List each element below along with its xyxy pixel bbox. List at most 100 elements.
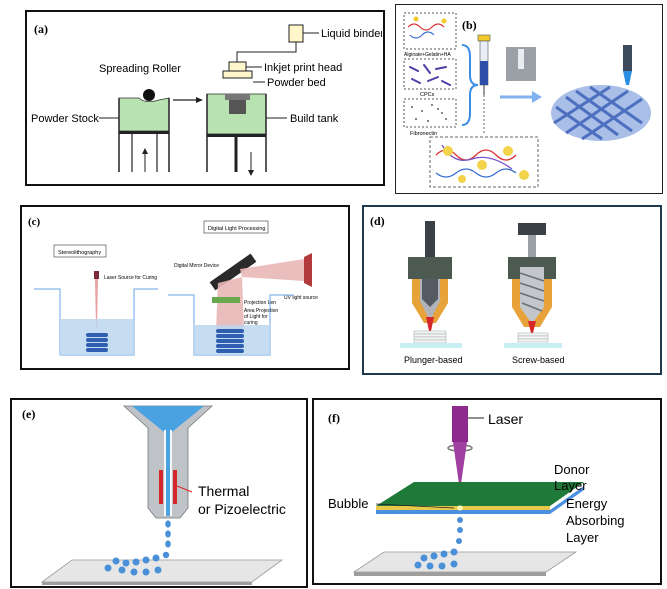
heater-left xyxy=(159,470,163,504)
receiving-substrate-edge xyxy=(354,572,546,576)
panel-e-inkjet-printing: (e) Thermal or Pizoelectric xyxy=(10,398,308,588)
dlp-title: Digital Light Processing xyxy=(208,226,265,232)
panel-f-label: (f) xyxy=(328,411,340,425)
panel-f-laser-assisted-printing: (f) Laser Donor Layer Bubble Energy Abso… xyxy=(312,398,662,585)
zoom-ha-particles xyxy=(443,146,529,183)
cpcs-cells xyxy=(409,64,451,86)
panel-d-extrusion-mechanisms: (d) Plunger-based xyxy=(362,205,662,375)
printed-part-top xyxy=(225,94,250,100)
binder-reservoir xyxy=(288,24,304,43)
mixing-brace xyxy=(461,44,479,126)
inkjet-printing-diagram: (e) Thermal or Pizoelectric xyxy=(22,405,286,585)
alginate-strand xyxy=(407,23,445,31)
extrusion-mechanisms-diagram: (d) Plunger-based xyxy=(370,214,565,365)
powder-stock-label: Powder Stock xyxy=(31,113,99,125)
liquid-binder-label: Liquid binder xyxy=(321,28,382,40)
panel-a-label: (a) xyxy=(34,22,48,36)
fibronectin-box xyxy=(403,98,457,128)
screw-nozzle-icon xyxy=(508,223,556,333)
fibronectin-dots xyxy=(411,104,447,122)
powder-bed-label: Powder bed xyxy=(267,77,326,89)
uv-source-label: UV light source xyxy=(284,295,318,301)
deposited-droplets-f xyxy=(414,548,458,570)
panel-c-vat-photopolymerization: (c) Stereolithography Laser Source for C… xyxy=(20,205,350,370)
plunger-printed-layers xyxy=(413,330,447,344)
energy-label-line1: Energy xyxy=(566,496,608,511)
heater-right xyxy=(173,470,177,504)
bioink-diagram: (b) Alginate+Gelatin+HA CPCs Fibronectin xyxy=(403,12,651,188)
binder-feed-line xyxy=(236,42,297,62)
piston-down-arrowhead xyxy=(248,170,254,176)
uv-source-icon xyxy=(304,253,312,287)
panel-b-bioink-extrusion: (b) Alginate+Gelatin+HA CPCs Fibronectin xyxy=(395,4,663,194)
cpcs-label: CPCs xyxy=(420,92,435,98)
bioink-photo-tube xyxy=(518,49,524,69)
thermal-label-line1: Thermal xyxy=(198,483,249,499)
process-arrowhead xyxy=(532,91,542,103)
nozzle-icon xyxy=(122,405,214,519)
thermal-label-line2: or Pizoelectric xyxy=(198,501,286,517)
laser-assisted-printing-diagram: (f) Laser Donor Layer Bubble Energy Abso… xyxy=(328,406,625,576)
binder-jetting-diagram: (a) Liquid binder Inkjet print head Powd… xyxy=(31,22,382,176)
sla-printed-layers xyxy=(86,333,108,352)
spreading-roller-label: Spreading Roller xyxy=(99,63,181,75)
panel-c-label: (c) xyxy=(28,216,41,228)
dmd-label-line1: Digital Mirror Device xyxy=(174,263,219,269)
mirror-icon xyxy=(209,253,257,291)
dlp-title-box xyxy=(203,220,269,234)
bubble xyxy=(457,505,463,511)
uv-beam-horizontal xyxy=(240,259,304,281)
deposited-droplets xyxy=(104,554,162,576)
area-projection-label-3: curing xyxy=(244,320,258,326)
vat-photopolymerization-diagram: (c) Stereolithography Laser Source for C… xyxy=(28,216,318,356)
bubble-leader xyxy=(375,503,455,509)
substrate xyxy=(40,559,284,583)
alginate-box xyxy=(403,12,457,50)
ha-particle-2 xyxy=(413,16,419,22)
plunger-nozzle-icon xyxy=(408,221,452,331)
print-nozzle-tip xyxy=(623,71,632,85)
fibronectin-label: Fibronectin xyxy=(410,131,437,137)
projection-lens xyxy=(212,297,240,303)
ha-particle xyxy=(441,18,447,24)
screw-printed-layers xyxy=(517,332,549,343)
laser-source-label: Laser Source for Curing xyxy=(104,275,157,281)
substrate-edge xyxy=(42,582,252,585)
powder-stock-piston xyxy=(119,131,169,134)
build-tank-label: Build tank xyxy=(290,113,339,125)
syringe-bioink xyxy=(480,61,488,85)
laser-source xyxy=(94,271,99,279)
panel-b-label: (b) xyxy=(462,18,477,32)
panel-a-binder-jetting: (a) Liquid binder Inkjet print head Powd… xyxy=(25,10,385,186)
projection-lens-label: Projection Len xyxy=(244,300,276,306)
panel-e-label: (e) xyxy=(22,407,35,421)
plunger-based-label: Plunger-based xyxy=(404,355,463,365)
stereolithography-title: Stereolithography xyxy=(58,250,101,256)
energy-label-line2: Absorbing xyxy=(566,513,625,528)
donor-label-line1: Donor xyxy=(554,462,590,477)
gelatin-strand xyxy=(409,31,435,39)
laser-beam xyxy=(95,279,98,327)
panel-d-label: (d) xyxy=(370,214,385,228)
piston-up-arrowhead xyxy=(142,148,148,154)
substrate-blue-layer xyxy=(376,486,584,514)
laser-label: Laser xyxy=(488,411,523,427)
inkjet-print-head-label: Inkjet print head xyxy=(264,62,342,74)
build-tank-piston xyxy=(207,134,266,137)
dlp-printed-layers xyxy=(216,329,244,353)
syringe-cap xyxy=(477,34,491,42)
donor-label-line2: Layer xyxy=(554,478,587,493)
print-head-carriage xyxy=(222,70,253,79)
bubble-label: Bubble xyxy=(328,496,368,511)
alginate-label: Alginate+Gelatin+HA xyxy=(404,52,451,58)
scaffold-icon xyxy=(551,85,651,141)
falling-droplets xyxy=(162,520,171,559)
screw-build-plate xyxy=(504,343,562,348)
roller-icon xyxy=(143,89,155,101)
receiving-substrate xyxy=(352,551,578,573)
area-projection-label-1: Area Projection xyxy=(244,308,278,314)
donor-layer xyxy=(376,482,584,506)
plunger-build-plate xyxy=(400,343,462,348)
area-projection-label-2: of Light for xyxy=(244,314,268,320)
screw-based-label: Screw-based xyxy=(512,355,565,365)
